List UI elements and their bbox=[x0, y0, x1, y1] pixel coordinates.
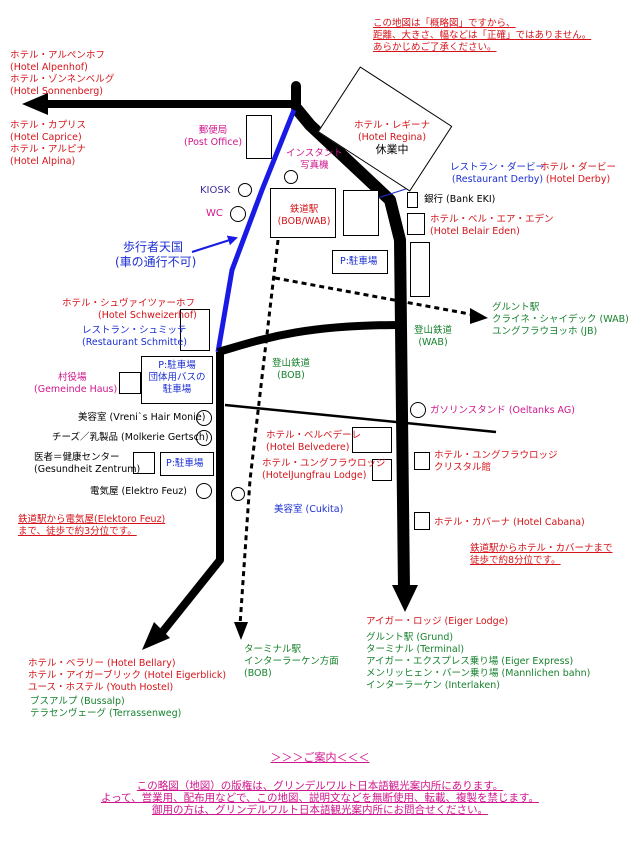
pedestrian-label: 歩行者天国(車の通行不可) bbox=[115, 240, 197, 269]
parking2-box bbox=[141, 356, 213, 404]
doctor-label: 医者＝健康センター(Gesundheit Zentrum) bbox=[34, 452, 141, 475]
gas-station-label: ガソリンスタンド (Oeltanks AG) bbox=[430, 405, 575, 416]
road-south-west bbox=[156, 352, 224, 638]
road-south-west-arrow bbox=[142, 622, 170, 650]
post-office-label: 郵便局(Post Office) bbox=[184, 125, 243, 148]
parking3-label: P:駐車場 bbox=[166, 458, 204, 469]
pedestrian-pointer bbox=[191, 235, 238, 253]
kiosk-label: KIOSK bbox=[200, 185, 231, 196]
grund-list: グルント駅 (Grund)ターミナル (Terminal)アイガー・エクスプレス… bbox=[366, 632, 591, 691]
road-main-east bbox=[291, 104, 410, 591]
parking1-label: P:駐車場 bbox=[340, 256, 378, 267]
hotels-left2-label: ホテル・カプリス(Hotel Caprice)ホテル・アルピナ(Hotel Al… bbox=[10, 120, 87, 167]
hair-cukita-label: 美容室 (Cukita) bbox=[274, 504, 344, 515]
schweizerhof-building bbox=[180, 309, 210, 351]
hotel-belvedere-label: ホテル・ベルベデーレ(Hotel Belvedere) bbox=[266, 430, 362, 453]
restaurant-derby-label: レストラン・ダービー(Restaurant Derby) bbox=[450, 162, 546, 185]
elektro-label: 電気屋 (Elektro Feuz) bbox=[90, 486, 187, 497]
derby-building bbox=[343, 190, 379, 236]
terminal-bob-label: ターミナル駅インターラーケン方面(BOB) bbox=[244, 644, 339, 679]
parking2-label: P:駐車場団体用バスの駐車場 bbox=[148, 360, 206, 395]
jungfrau-lodge-building bbox=[414, 452, 430, 470]
copyright-text: この略図（地図）の版権は、グリンデルワルト日本語観光案内所にあります。よって、営… bbox=[101, 780, 539, 816]
hotel-schweizerhof-label: ホテル・シュヴァイツァーホフ(Hotel Schweizerhof) bbox=[62, 298, 197, 321]
wab-line-label: グルント駅クライネ・シャイデック (WAB)ユングフラウヨッホ (JB) bbox=[492, 302, 629, 337]
mountain-rail-bob-label: 登山鉄道(BOB) bbox=[272, 358, 311, 381]
road-connector bbox=[216, 321, 401, 356]
bussalp-label: ブスアルプ (Bussalp)テラセンヴェーグ (Terrassenweg) bbox=[30, 696, 182, 719]
building-right-tall bbox=[410, 242, 430, 297]
photo-booth-marker bbox=[284, 170, 298, 184]
hair-cukita-marker bbox=[231, 487, 245, 501]
parking3-box bbox=[160, 452, 214, 476]
hair-vreni-label: 美容室 (Vreni`s Hair Monie) bbox=[78, 412, 206, 423]
station-label: 鉄道駅(BOB/WAB) bbox=[277, 204, 331, 227]
hotel-cabana-label: ホテル・カバーナ (Hotel Cabana) bbox=[434, 517, 585, 528]
walk-cabana-note: 鉄道駅からホテル・カバーナまで徒歩で約8分位です。 bbox=[470, 543, 613, 566]
cabana-building bbox=[414, 512, 430, 530]
hotels-topleft-label: ホテル・アルペンホフ(Hotel Alpenhof)ホテル・ゾンネンベルグ(Ho… bbox=[10, 50, 115, 97]
post-office-building bbox=[246, 115, 272, 159]
wc-marker bbox=[230, 206, 246, 222]
cheese-label: チーズ／乳製品 (Molkerie Gertsch) bbox=[52, 432, 209, 443]
elektro-marker bbox=[196, 483, 212, 499]
gemeinde-label: 村役場(Gemeinde Haus) bbox=[34, 372, 118, 395]
info-header: ＞＞＞ご案内＜＜＜ bbox=[270, 751, 370, 764]
rail-wab-arrow bbox=[470, 308, 488, 324]
gas-station-marker bbox=[410, 402, 426, 418]
eiger-lodge-label: アイガー・ロッジ (Eiger Lodge) bbox=[366, 616, 509, 627]
hotel-belair-label: ホテル・ベル・エア・エデン(Hotel Belair Eden) bbox=[430, 214, 554, 237]
hotels-bottom-label: ホテル・ベラリー (Hotel Bellary)ホテル・アイガーブリック (Ho… bbox=[28, 658, 227, 693]
hotel-jungfrau-label: ホテル・ユングフラウロッジ(HotelJungfrau Lodge) bbox=[262, 458, 386, 481]
rail-wab bbox=[274, 276, 476, 317]
hair-vreni-marker bbox=[196, 410, 212, 426]
belair-building bbox=[407, 213, 425, 235]
mountain-rail-wab-label: 登山鉄道(WAB) bbox=[414, 325, 453, 348]
walk-elektro-note: 鉄道駅から電気屋(Elektoro Feuz)まで、徒歩で約3分位です。 bbox=[18, 514, 166, 537]
hotel-regina-label: ホテル・レギーナ(Hotel Regina)休業中 bbox=[354, 120, 431, 156]
station-building bbox=[270, 188, 336, 238]
bank-label: 銀行 (Bank EKI) bbox=[424, 194, 496, 205]
road-thin bbox=[224, 403, 497, 434]
kiosk-marker bbox=[238, 183, 252, 197]
jungfrau-building bbox=[372, 459, 392, 481]
hotel-derby-label: ホテル・ダービー(Hotel Derby) bbox=[540, 162, 617, 185]
parking1-box bbox=[332, 250, 388, 274]
belvedere-building bbox=[352, 427, 392, 453]
road-main-east-arrow bbox=[392, 585, 418, 612]
instant-photo-label: インスタント写真機 bbox=[286, 148, 343, 171]
disclaimer: この地図は「概略図」ですから、距離、大きさ、幅などは「正確」ではありません。あら… bbox=[373, 18, 592, 53]
road-west-arrow bbox=[22, 93, 48, 115]
rail-bob-arrow bbox=[234, 622, 248, 640]
gemeinde-building bbox=[119, 372, 141, 394]
wc-label: WC bbox=[206, 208, 223, 219]
restaurant-schmitte-label: レストラン・シュミッテ(Restaurant Schmitte) bbox=[82, 325, 187, 348]
doctor-building bbox=[133, 452, 155, 474]
pedestrian-road bbox=[215, 109, 297, 353]
bank-building bbox=[407, 192, 418, 208]
hotel-jungfrau-lodge-label: ホテル・ユングフラウロッジクリスタル館 bbox=[434, 450, 558, 473]
cheese-marker bbox=[196, 430, 212, 446]
